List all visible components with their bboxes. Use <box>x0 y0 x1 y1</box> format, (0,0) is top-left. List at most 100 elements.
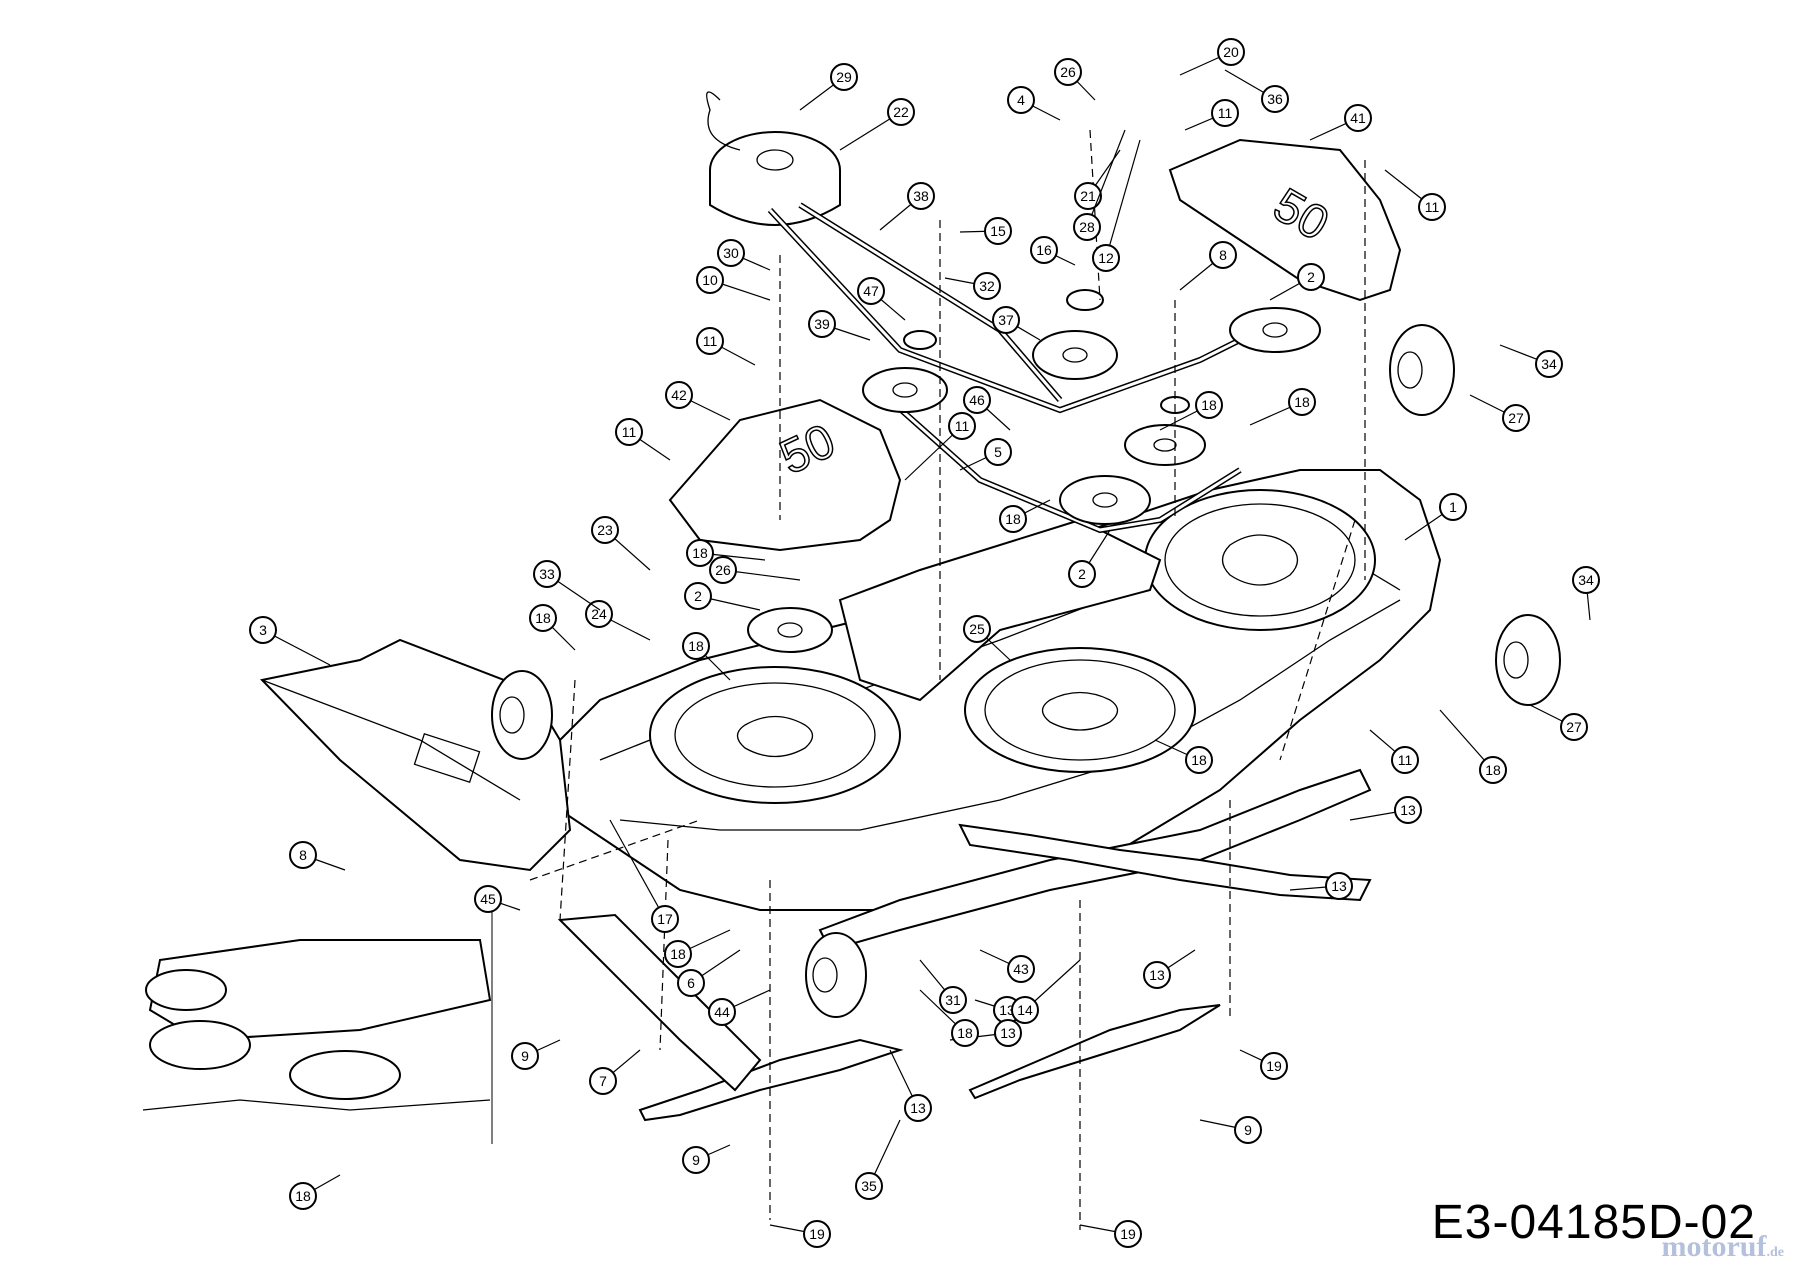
callout-circle <box>1288 388 1316 416</box>
callout-15: 15 <box>959 217 1012 245</box>
callout-circle <box>808 310 836 338</box>
callout-33: 33 <box>533 560 601 611</box>
callout-circle <box>992 306 1020 334</box>
callout-18: 18 <box>1159 391 1223 431</box>
callout-circle <box>696 327 724 355</box>
callout-29: 29 <box>799 63 858 111</box>
gauge-wheels <box>805 324 1561 1018</box>
callout-label: 8 <box>299 847 307 863</box>
callout-label: 17 <box>657 911 673 927</box>
callout-circle <box>855 1172 883 1200</box>
callout-label: 46 <box>969 392 985 408</box>
callout-label: 26 <box>715 562 731 578</box>
callout-circle <box>1092 244 1120 272</box>
callout-24: 24 <box>585 600 651 641</box>
callout-label: 38 <box>913 188 929 204</box>
callout-35: 35 <box>855 1119 901 1200</box>
callout-circle <box>1217 38 1245 66</box>
callout-circle <box>984 217 1012 245</box>
callout-9: 9 <box>511 1039 561 1070</box>
callout-circle <box>1007 955 1035 983</box>
callout-circle <box>939 986 967 1014</box>
callout-circle <box>289 1182 317 1210</box>
callout-16: 16 <box>1030 236 1076 266</box>
callout-39: 39 <box>808 310 871 341</box>
callout-circle <box>830 63 858 91</box>
callout-circle <box>1114 1220 1142 1248</box>
front-gauge-wheel <box>491 670 553 760</box>
discharge-chute <box>260 638 572 872</box>
callout-12: 12 <box>1092 139 1141 272</box>
callout-42: 42 <box>665 381 731 421</box>
callout-23: 23 <box>591 516 651 571</box>
callout-label: 18 <box>957 1025 973 1041</box>
callout-46: 46 <box>963 386 1011 431</box>
callout-label: 18 <box>1191 752 1207 768</box>
callout-label: 18 <box>295 1188 311 1204</box>
callout-7: 7 <box>589 1049 641 1095</box>
callout-31: 31 <box>919 959 967 1014</box>
callout-circle <box>1073 213 1101 241</box>
callout-17: 17 <box>609 819 679 933</box>
callout-circle <box>289 841 317 869</box>
callout-41: 41 <box>1309 104 1372 141</box>
callout-circle <box>591 516 619 544</box>
callout-label: 18 <box>670 946 686 962</box>
callout-label: 13 <box>910 1100 926 1116</box>
callout-43: 43 <box>979 949 1035 983</box>
callout-circle <box>682 1146 710 1174</box>
callout-label: 11 <box>1398 752 1413 768</box>
callout-19: 19 <box>1239 1049 1288 1080</box>
callout-18: 18 <box>1154 739 1213 774</box>
callout-21: 21 <box>1074 149 1121 210</box>
callout-label: 8 <box>1219 247 1227 263</box>
callout-circle <box>529 604 557 632</box>
callout-label: 9 <box>1244 1122 1252 1138</box>
callout-20: 20 <box>1179 38 1245 76</box>
callout-14: 14 <box>1011 959 1081 1024</box>
callout-label: 18 <box>1294 394 1310 410</box>
callout-label: 4 <box>1017 92 1025 108</box>
callout-label: 6 <box>687 975 695 991</box>
callout-11: 11 <box>904 412 976 481</box>
callout-30: 30 <box>717 239 771 271</box>
callout-2: 2 <box>684 582 761 611</box>
callout-circle <box>907 182 935 210</box>
callout-label: 5 <box>994 444 1002 460</box>
callout-circle <box>696 266 724 294</box>
callout-label: 10 <box>702 272 718 288</box>
callout-label: 2 <box>1307 269 1315 285</box>
callout-22: 22 <box>839 98 915 151</box>
callout-circle <box>615 418 643 446</box>
callout-circle <box>1439 493 1467 521</box>
callout-label: 16 <box>1036 242 1052 258</box>
callout-label: 27 <box>1566 719 1582 735</box>
callout-36: 36 <box>1224 69 1289 113</box>
callout-18: 18 <box>919 989 979 1047</box>
callout-3: 3 <box>249 616 331 666</box>
callout-label: 22 <box>893 104 909 120</box>
callout-label: 14 <box>1017 1002 1033 1018</box>
callout-11: 11 <box>1184 99 1239 131</box>
callout-label: 13 <box>999 1002 1015 1018</box>
callout-label: 11 <box>1218 105 1233 121</box>
callout-18: 18 <box>999 499 1051 533</box>
callout-label: 13 <box>1400 802 1416 818</box>
callout-circle <box>1185 746 1213 774</box>
callout-label: 3 <box>259 622 267 638</box>
callout-circle <box>1479 756 1507 784</box>
callout-label: 11 <box>703 333 718 349</box>
callout-18: 18 <box>686 539 766 567</box>
callout-leader <box>609 819 666 920</box>
callout-circle <box>963 386 991 414</box>
callout-5: 5 <box>959 438 1012 471</box>
callout-11: 11 <box>1369 729 1419 774</box>
callout-circle <box>709 556 737 584</box>
drawing-number: E3-04185D-02 <box>1431 1196 1756 1249</box>
callout-circle <box>1260 1052 1288 1080</box>
callout-2: 2 <box>1269 263 1325 301</box>
callout-4: 4 <box>1007 86 1061 121</box>
callout-27: 27 <box>1529 704 1588 741</box>
callout-circle <box>533 560 561 588</box>
